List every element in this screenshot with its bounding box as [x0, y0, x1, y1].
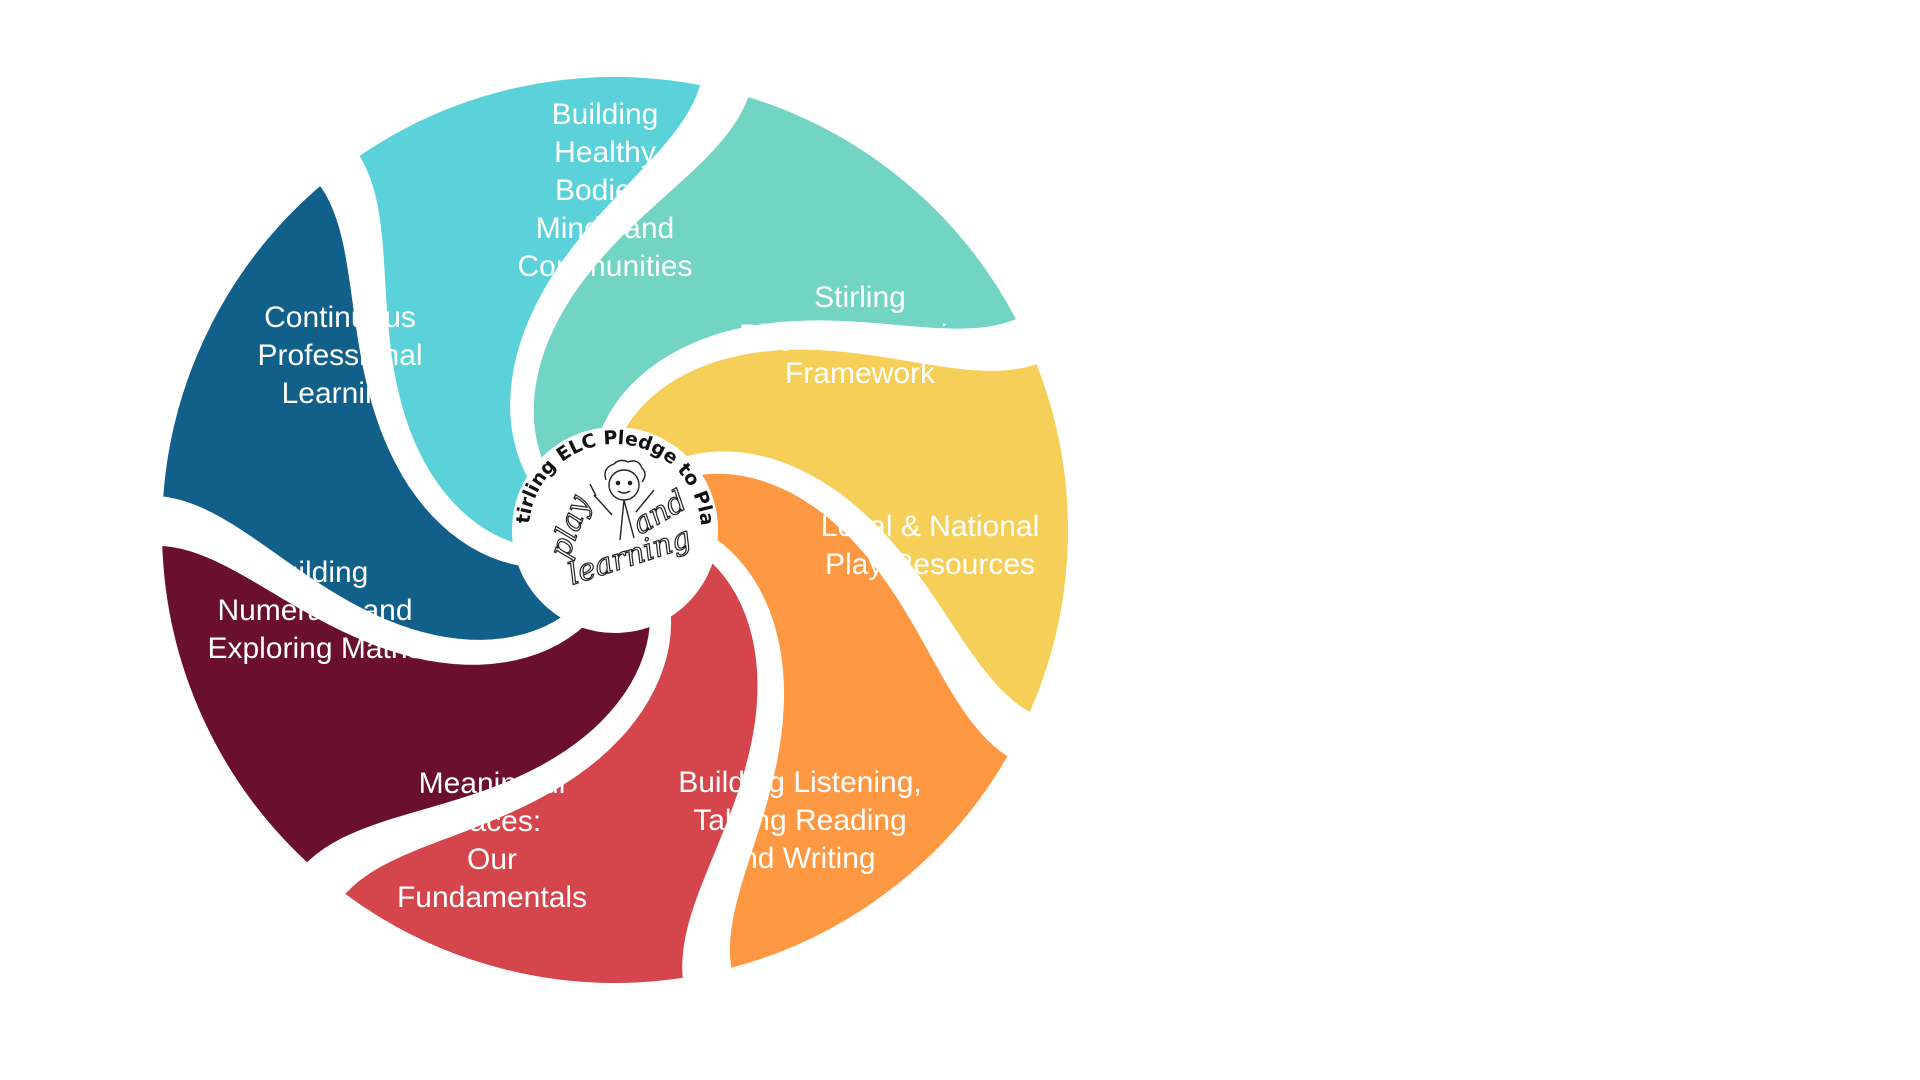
segment-label-line: Learning	[282, 377, 399, 410]
segment-label-line: Professional	[257, 339, 422, 372]
segment-healthy	[519, 81, 1033, 478]
segment-places	[148, 531, 665, 879]
segment-label-line: Stirling	[814, 281, 906, 314]
segment-label-line: Meaningful	[419, 767, 566, 800]
segment-label-line: Healthy	[554, 136, 656, 169]
segment-literacy	[328, 543, 772, 997]
segment-label-line: Continuous	[264, 301, 416, 334]
wheel-segments	[148, 63, 1082, 997]
segment-cpl	[343, 63, 716, 559]
segment-numeracy	[148, 169, 581, 654]
segment-label-line: Exploring Maths	[207, 632, 422, 665]
segment-label-literacy: Building Listening, Talking Reading and Wr…	[678, 766, 922, 875]
segment-label-line: Fundamentals	[397, 881, 587, 914]
segment-label-line: Talking Reading	[693, 804, 906, 837]
segment-label-line: Building Listening,	[678, 766, 922, 799]
segment-label-line: and Writing	[724, 842, 875, 875]
segment-label-line: Framework	[785, 357, 936, 390]
segment-label-line: Communities	[517, 250, 692, 283]
segment-label-line: Play and Learning	[739, 319, 981, 352]
child-drawing-icon	[589, 459, 655, 541]
segment-label-line: Bodies,	[555, 174, 655, 207]
segment-label-line: Building	[262, 556, 369, 589]
segment-label-line: Local & National	[821, 510, 1039, 543]
segment-resources	[682, 459, 1024, 984]
segment-label-line: Minds and	[536, 212, 674, 245]
segment-framework	[607, 335, 1082, 729]
segment-label-line: Building	[552, 98, 659, 131]
segment-label-line: Numeracy and	[217, 594, 412, 627]
center-disc	[525, 440, 705, 620]
segment-label-line: Places:	[443, 805, 541, 838]
segment-label-line: Our	[467, 843, 517, 876]
segment-label-line: Play Resources	[825, 548, 1035, 581]
